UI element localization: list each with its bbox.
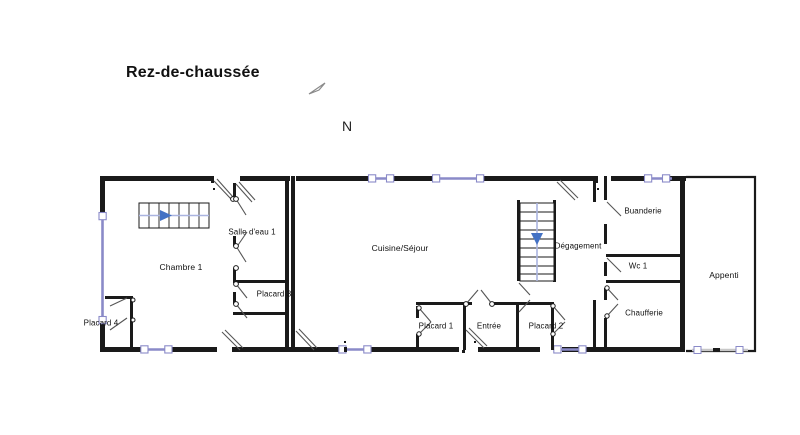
room-label-wc-1: Wc 1: [628, 261, 648, 271]
room-label-appenti: Appenti: [709, 270, 739, 280]
room-label-buanderie: Buanderie: [624, 206, 662, 216]
stair-degagement: [519, 202, 555, 282]
room-label-entree: Entrée: [476, 321, 502, 331]
page-title: Rez-de-chaussée: [126, 64, 260, 81]
door-hinges: [130, 196, 610, 337]
stair-chambre: [138, 202, 210, 229]
room-label-cuisine-sejour: Cuisine/Séjour: [371, 243, 429, 253]
room-label-chaufferie: Chaufferie: [625, 308, 663, 318]
room-label-chambre-1: Chambre 1: [159, 262, 203, 272]
room-label-placard-1: Placard 1: [418, 321, 454, 331]
room-label-placard-2: Placard 2: [528, 321, 564, 331]
room-label-placard-3: Placard 3: [256, 289, 292, 299]
north-arrow-icon: [308, 82, 326, 95]
north-label: N: [342, 118, 353, 134]
room-label-placard-4: Placard 4: [83, 318, 119, 328]
doors: [109, 178, 622, 351]
appenti-outline: [686, 175, 757, 354]
room-label-degagement: Dégagement: [554, 241, 602, 251]
interior-walls: [105, 176, 682, 352]
exterior-walls: [100, 176, 686, 352]
room-label-salle-d-eau-1: Salle d'eau 1: [228, 227, 276, 237]
door-jambs: [211, 176, 599, 353]
